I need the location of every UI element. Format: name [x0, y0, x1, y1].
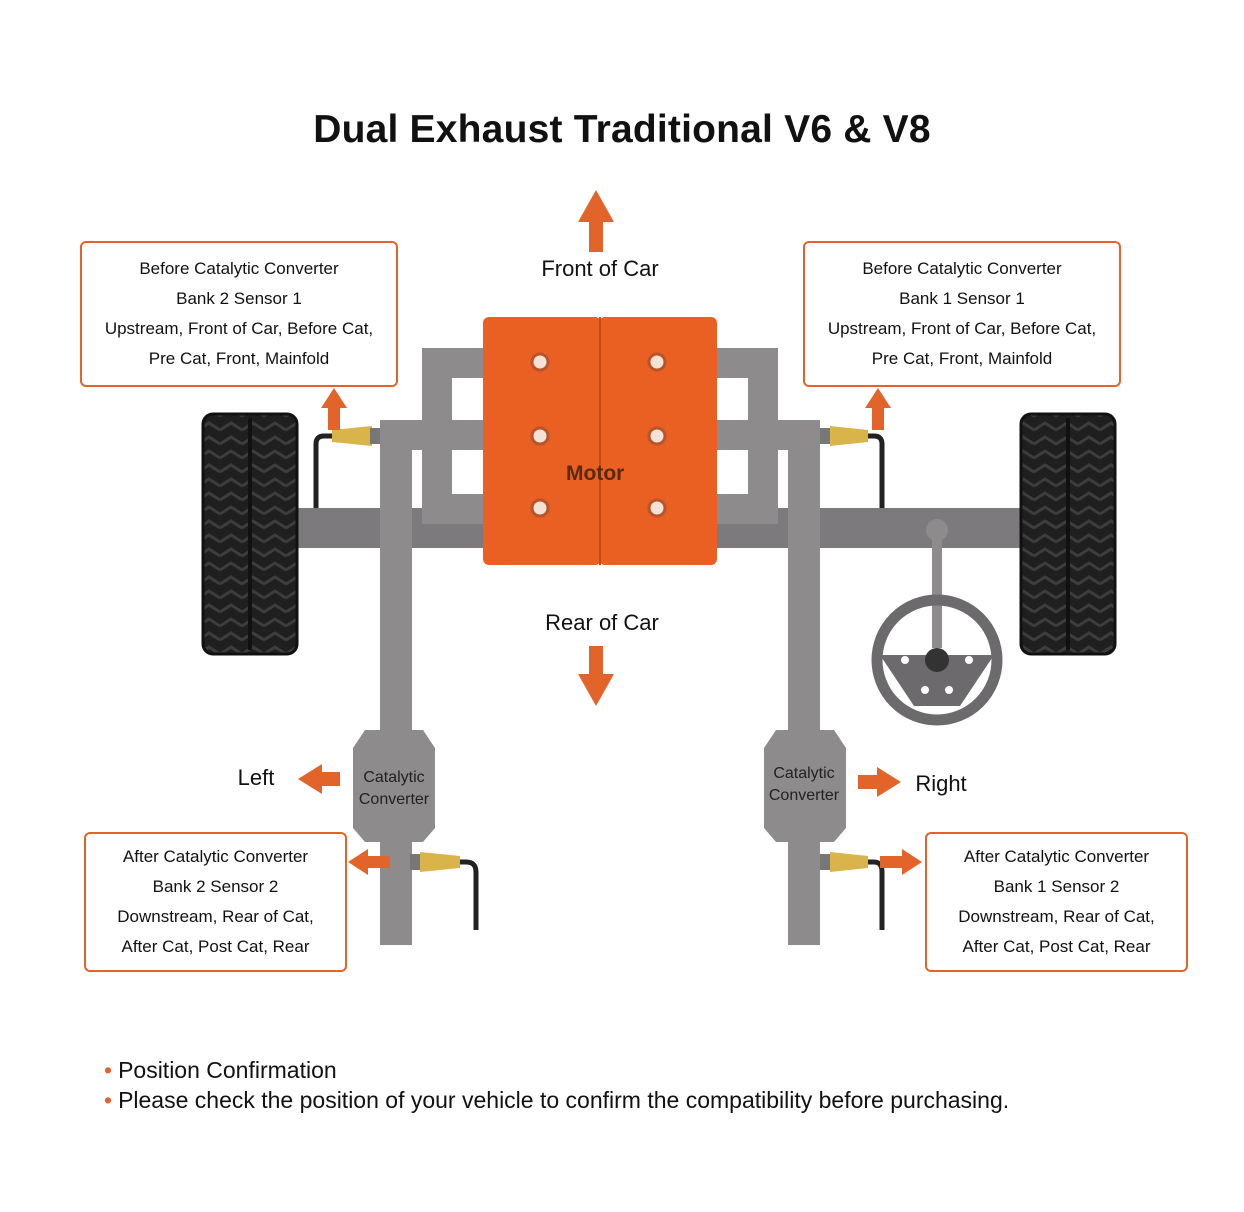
note-item: •Please check the position of your vehic… [104, 1085, 1009, 1115]
motor-label: Motor [566, 462, 625, 485]
box-bank1-sensor2: After Catalytic Converter Bank 1 Sensor … [925, 832, 1188, 972]
left-exhaust-pipe [380, 348, 484, 945]
steering-wheel-icon [871, 519, 1003, 726]
front-arrow-icon [578, 190, 614, 252]
box-bank2-sensor1: Before Catalytic Converter Bank 2 Sensor… [80, 241, 398, 387]
box-line: After Catalytic Converter [963, 847, 1150, 866]
box-line: Before Catalytic Converter [862, 259, 1062, 278]
spark-plugs [530, 352, 667, 518]
left-arrow-icon [298, 764, 340, 794]
sensor-bank1-1 [820, 426, 885, 508]
note-text: Please check the position of your vehicl… [118, 1087, 1010, 1113]
bullet-icon: • [104, 1057, 113, 1083]
box-line: Bank 1 Sensor 2 [993, 877, 1120, 896]
left-tire [201, 412, 299, 656]
right-catalytic-label: Catalytic Converter [760, 763, 848, 807]
box-line: Bank 2 Sensor 1 [176, 289, 302, 308]
up-arrow-bank2-1-icon [321, 388, 347, 430]
box-line: Bank 1 Sensor 1 [899, 289, 1025, 308]
box-line: After Cat, Post Cat, Rear [121, 937, 310, 956]
front-of-car-label: Front of Car [541, 256, 659, 281]
left-catalytic-converter [353, 730, 435, 842]
right-arrow-bank1-2-icon [880, 849, 922, 875]
right-cat-line-1: Catalytic [773, 765, 835, 782]
box-line: Upstream, Front of Car, Before Cat, [104, 319, 374, 338]
sensor-bank2-2 [410, 852, 479, 930]
box-line: After Catalytic Converter [122, 847, 309, 866]
left-label: Left [237, 765, 275, 790]
right-cat-line-2: Converter [768, 787, 840, 804]
diagram-title: Dual Exhaust Traditional V6 & V8 [313, 108, 931, 151]
left-catalytic-label: Catalytic Converter [350, 767, 438, 811]
box-line: Pre Cat, Front, Mainfold [148, 349, 330, 368]
box-line: Downstream, Rear of Cat, [117, 907, 314, 926]
box-line: Downstream, Rear of Cat, [958, 907, 1155, 926]
notes-list: •Position Confirmation •Please check the… [104, 1055, 1009, 1115]
box-bank1-sensor1: Before Catalytic Converter Bank 1 Sensor… [803, 241, 1121, 387]
left-cat-line-2: Converter [358, 791, 430, 808]
left-cat-line-1: Catalytic [363, 769, 425, 786]
up-arrow-bank1-1-icon [865, 388, 891, 430]
box-line: Bank 2 Sensor 2 [152, 877, 279, 896]
right-catalytic-converter [764, 730, 846, 842]
rear-of-car-label: Rear of Car [545, 610, 659, 635]
bullet-icon: • [104, 1087, 113, 1113]
right-arrow-icon [858, 767, 901, 797]
right-exhaust-pipe [716, 348, 820, 945]
sensor-bank1-2 [820, 852, 885, 930]
box-bank2-sensor2: After Catalytic Converter Bank 2 Sensor … [84, 832, 347, 972]
box-line: Before Catalytic Converter [139, 259, 339, 278]
motor-block [483, 317, 717, 565]
left-arrow-bank2-2-icon [348, 849, 390, 875]
box-line: Pre Cat, Front, Mainfold [871, 349, 1053, 368]
sensor-bank2-1 [313, 426, 380, 508]
box-line: Upstream, Front of Car, Before Cat, [827, 319, 1097, 338]
right-label: Right [915, 771, 967, 796]
note-item: •Position Confirmation [104, 1055, 1009, 1085]
right-tire [1019, 412, 1117, 656]
box-line: After Cat, Post Cat, Rear [962, 937, 1151, 956]
rear-arrow-icon [578, 646, 614, 706]
note-text: Position Confirmation [118, 1057, 337, 1083]
